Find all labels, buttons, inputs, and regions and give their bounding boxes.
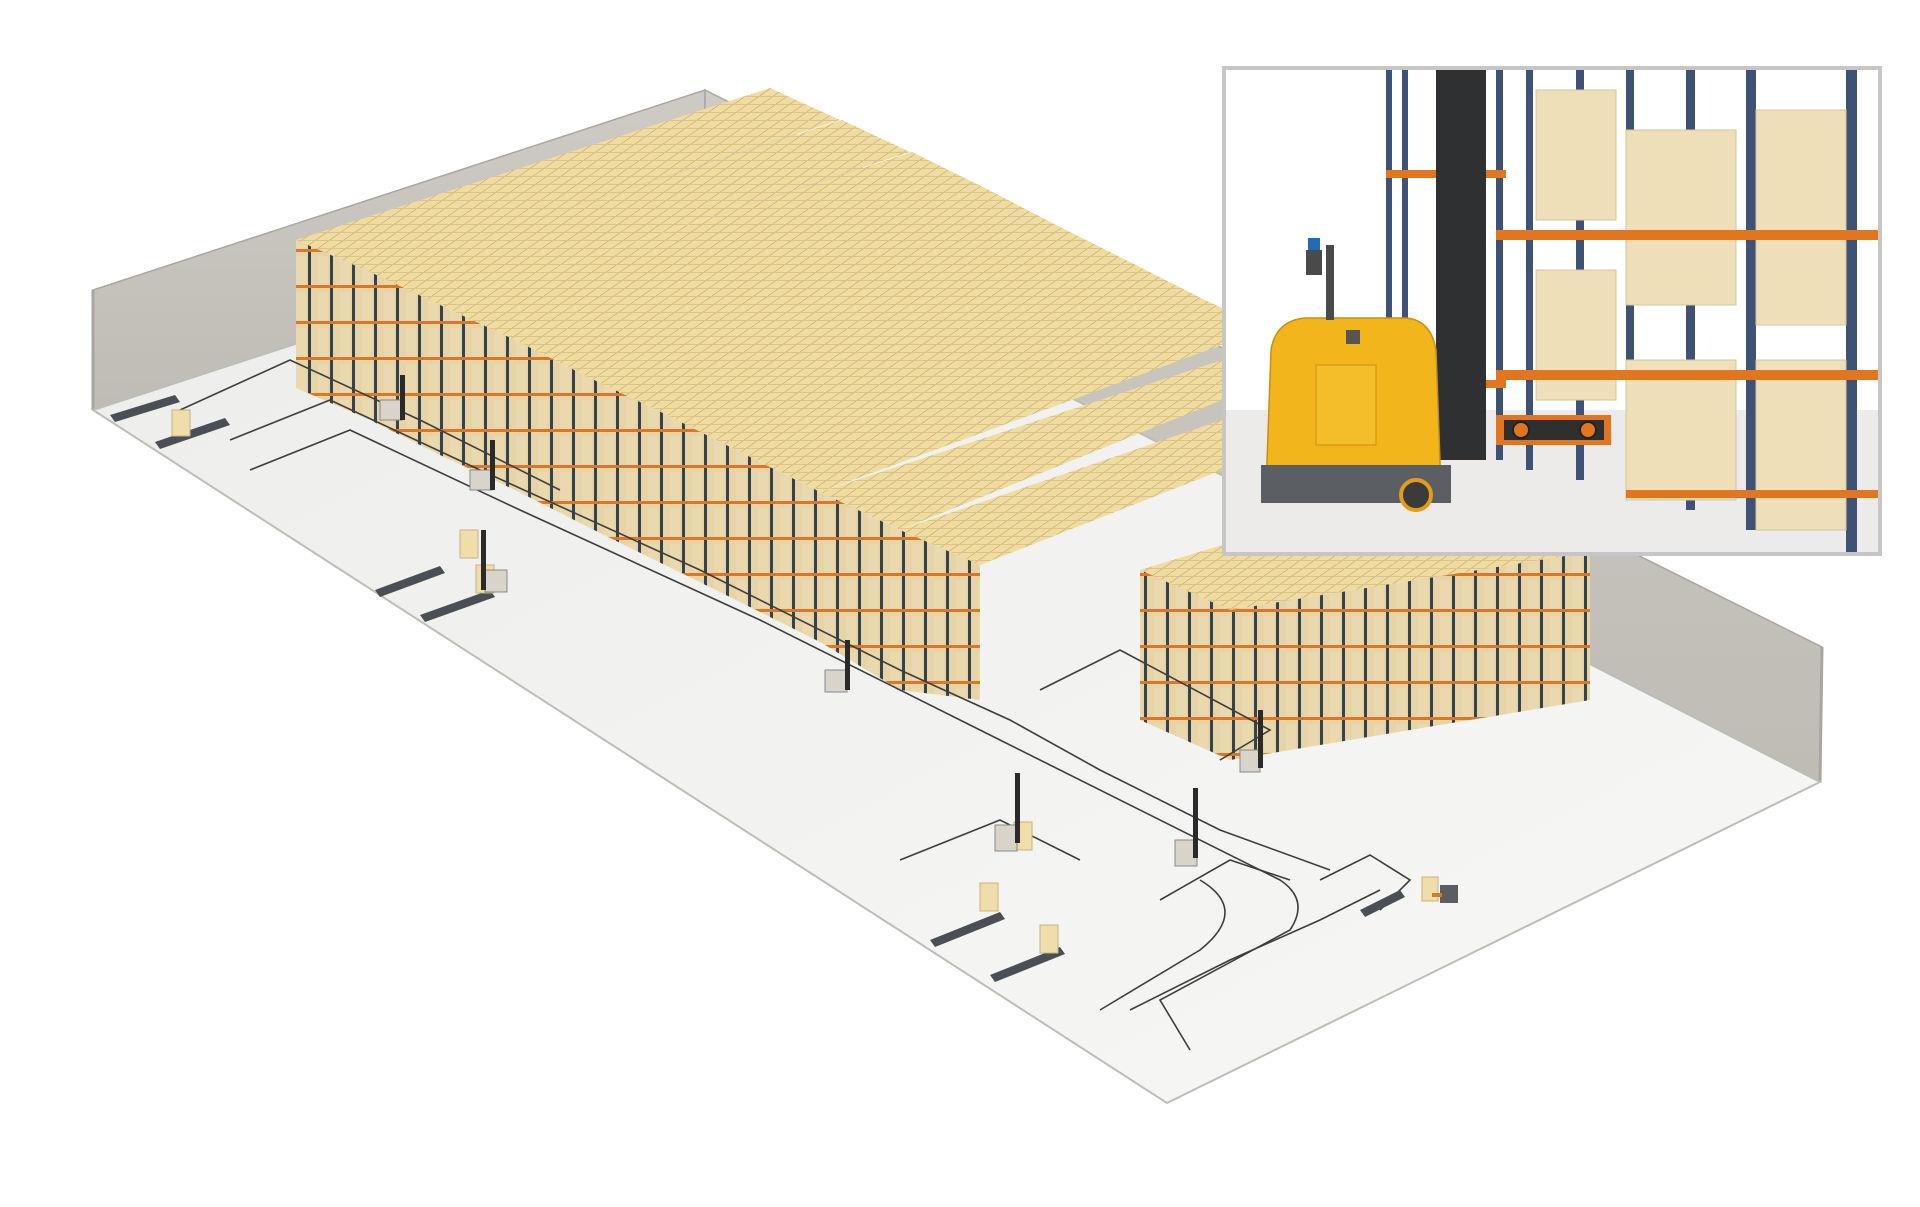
- rack-blocks: [296, 88, 1590, 760]
- forklift-mast: [1436, 70, 1486, 460]
- laser-guided-vehicle: [1261, 238, 1451, 512]
- agv-guide-paths: [179, 359, 1412, 1051]
- agv-vehicles: [379, 375, 1458, 903]
- conveyor-stations: [110, 395, 1405, 982]
- inset-illustration: [1226, 70, 1878, 552]
- inset-closeup: Close-up of a yellow laser-guided vehicl…: [1222, 66, 1882, 556]
- pallet-shuttle: [1496, 415, 1611, 445]
